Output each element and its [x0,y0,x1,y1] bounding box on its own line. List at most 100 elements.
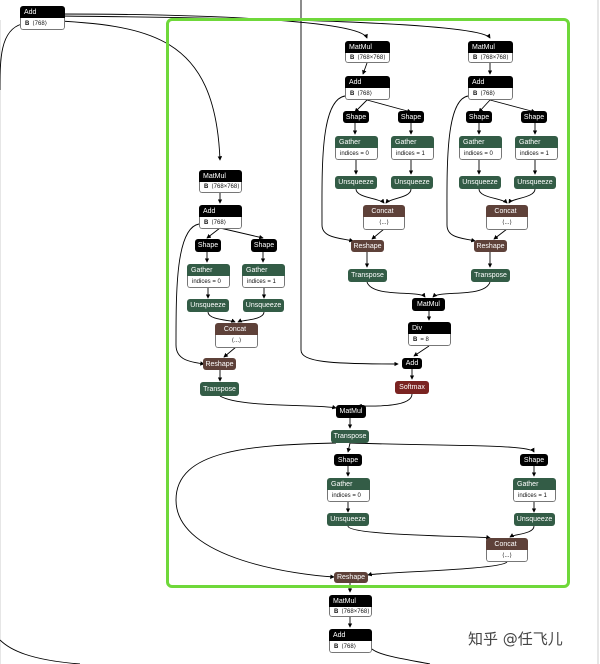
attribute-key: B [25,20,30,27]
attribute-value: indices = 1 [396,150,425,157]
attribute-value: ⟨...⟩ [502,220,512,226]
node-attribute: B⟨768⟩ [20,18,65,30]
node-op-label: Add [199,205,242,217]
attribute-value: ⟨768×768⟩ [211,184,240,190]
node-op-label: Unsqueeze [327,513,369,526]
node-cc-k[interactable]: Concat⟨...⟩ [363,205,405,230]
node-sh-q0[interactable]: Shape [195,239,221,252]
node-op-label: Add [345,76,390,88]
attribute-value: ⟨768×768⟩ [341,608,370,615]
node-tr-v[interactable]: Transpose [471,269,510,282]
node-un-o0[interactable]: Unsqueeze [327,513,369,526]
node-un-o1[interactable]: Unsqueeze [514,513,555,526]
attribute-value: ⟨768⟩ [211,219,227,226]
node-rs-out[interactable]: Reshape [334,572,368,583]
node-op-label: Add [402,358,422,369]
node-sh-v1[interactable]: Shape [521,111,547,123]
node-op-label: Reshape [474,240,507,252]
attribute-value: = 8 [420,336,429,343]
node-op-label: Concat [215,323,258,335]
attribute-value: indices = 1 [518,492,547,499]
node-op-label: Gather [515,136,558,148]
attribute-value: ⟨...⟩ [379,220,389,226]
node-op-label: Gather [187,264,230,276]
attribute-key: B [350,90,355,97]
node-op-label: Add [329,629,372,641]
node-mm-av[interactable]: MatMul [336,405,366,418]
node-add-mask[interactable]: Add [402,358,422,369]
node-sh-k0[interactable]: Shape [343,111,369,123]
node-cc-q[interactable]: Concat⟨...⟩ [215,323,258,348]
node-un-k1[interactable]: Unsqueeze [391,176,433,189]
node-un-v1[interactable]: Unsqueeze [514,176,556,189]
node-un-q1[interactable]: Unsqueeze [243,299,284,312]
attribute-value: indices = 0 [340,150,369,157]
attribute-value: indices = 0 [192,278,221,285]
node-tr-q[interactable]: Transpose [200,382,239,396]
node-attribute: ⟨...⟩ [486,217,528,230]
node-ga-v0[interactable]: Gather indices = 0 [459,136,502,160]
node-op-label: Gather [335,136,378,148]
node-un-k0[interactable]: Unsqueeze [335,176,377,189]
node-rs-v[interactable]: Reshape [474,240,507,252]
node-cc-o[interactable]: Concat⟨...⟩ [486,538,528,562]
node-op-label: Transpose [348,269,387,282]
node-op-label: Reshape [334,572,368,583]
node-op-label: Concat [486,538,528,550]
node-op-label: Gather [327,478,370,490]
attribute-value: ⟨768⟩ [357,90,373,97]
node-attribute: B⟨768⟩ [329,641,372,653]
node-mm-qk[interactable]: MatMul [412,298,445,311]
node-op-label: Shape [466,111,492,123]
node-attribute: ⟨...⟩ [486,550,528,562]
node-un-v0[interactable]: Unsqueeze [459,176,501,189]
attribute-key: B [204,184,209,190]
node-op-label: Div [408,322,451,334]
node-attribute: indices = 1 [513,490,556,502]
node-op-label: Unsqueeze [391,176,433,189]
node-sh-o1[interactable]: Shape [520,454,548,466]
node-tr-out[interactable]: Transpose [331,430,369,443]
node-ga-k0[interactable]: Gather indices = 0 [335,136,378,160]
node-op-label: Unsqueeze [187,299,229,312]
node-un-q0[interactable]: Unsqueeze [187,299,229,312]
node-op-label: MatMul [345,41,390,53]
node-attribute: indices = 1 [242,276,285,288]
attribute-key: B [473,90,478,97]
node-sh-k1[interactable]: Shape [398,111,424,123]
node-op-label: Unsqueeze [459,176,501,189]
node-sh-o0[interactable]: Shape [334,454,362,466]
node-attribute: B⟨768×768⟩ [199,182,242,193]
node-op-label: MatMul [329,595,372,607]
node-rs-k[interactable]: Reshape [351,240,384,252]
node-op-label: Shape [334,454,362,466]
node-sh-q1[interactable]: Shape [251,239,277,252]
node-rs-q[interactable]: Reshape [203,358,236,370]
node-sh-v0[interactable]: Shape [466,111,492,123]
node-ga-q0[interactable]: Gather indices = 0 [187,264,230,288]
node-op-label: Shape [520,454,548,466]
node-op-label: Shape [251,239,277,252]
node-tr-k[interactable]: Transpose [348,269,387,282]
node-op-label: Gather [459,136,502,148]
node-cc-v[interactable]: Concat ⟨...⟩ [486,205,528,230]
attribute-value: indices = 0 [464,150,493,157]
node-op-label: Concat [486,205,528,217]
node-softmax[interactable]: Softmax [395,381,429,394]
attribute-value: ⟨768⟩ [480,90,496,97]
